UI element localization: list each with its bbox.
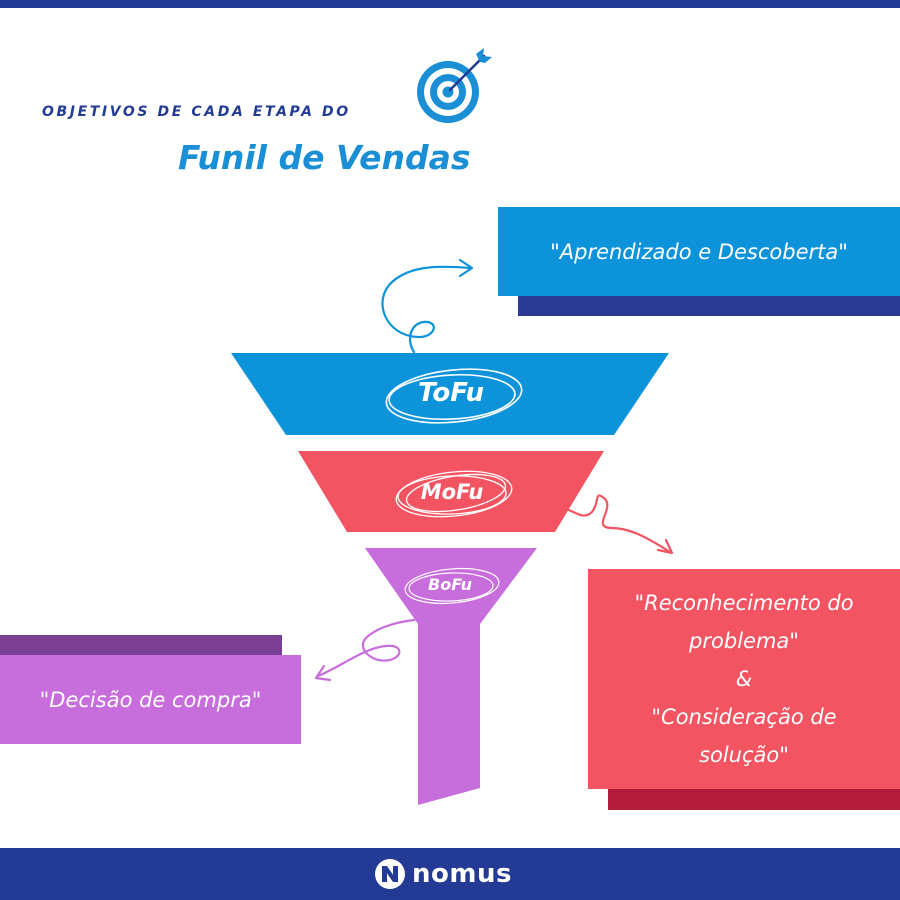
tofu-callout-shadow [518,296,900,316]
bofu-label-oval [404,567,500,605]
bofu-funnel-section [365,548,537,805]
bofu-callout-shadow [0,635,282,655]
mofu-callout-shadow [608,789,900,810]
target-icon [417,48,492,123]
nomus-logo: nomus [374,856,512,892]
mofu-objective-line-5: solução" [699,743,789,767]
mofu-callout: "Reconhecimento do problema" & "Consider… [588,569,900,789]
nomus-logo-text: nomus [412,859,512,889]
bofu-callout: "Decisão de compra" [0,655,301,744]
top-bar [0,0,900,8]
mofu-label: MoFu [420,480,484,504]
bofu-arrow [314,618,416,682]
bofu-objective: "Decisão de compra" [39,687,262,712]
tofu-funnel-section [231,353,669,435]
header-subtitle: OBJETIVOS DE CADA ETAPA DO [42,104,351,120]
tofu-label: ToFu [417,378,485,408]
footer-bar [0,848,900,900]
nomus-n-icon [375,859,405,889]
tofu-arrow [381,258,474,354]
bofu-label: BoFu [428,575,472,594]
tofu-callout: "Aprendizado e Descoberta" [498,207,900,296]
mofu-objective-line-4: "Consideração de [651,705,837,729]
mofu-objective-line-2: problema" [689,629,799,653]
tofu-label-oval [385,368,523,424]
mofu-label-oval [395,470,513,518]
mofu-objective-line-1: "Reconhecimento do [634,591,854,615]
tofu-objective: "Aprendizado e Descoberta" [550,239,848,264]
mofu-objective: "Reconhecimento do problema" & "Consider… [588,569,900,789]
page-title: Funil de Vendas [178,138,471,177]
mofu-funnel-section [298,451,604,532]
mofu-arrow [554,494,674,555]
mofu-objective-line-3: & [735,667,753,691]
